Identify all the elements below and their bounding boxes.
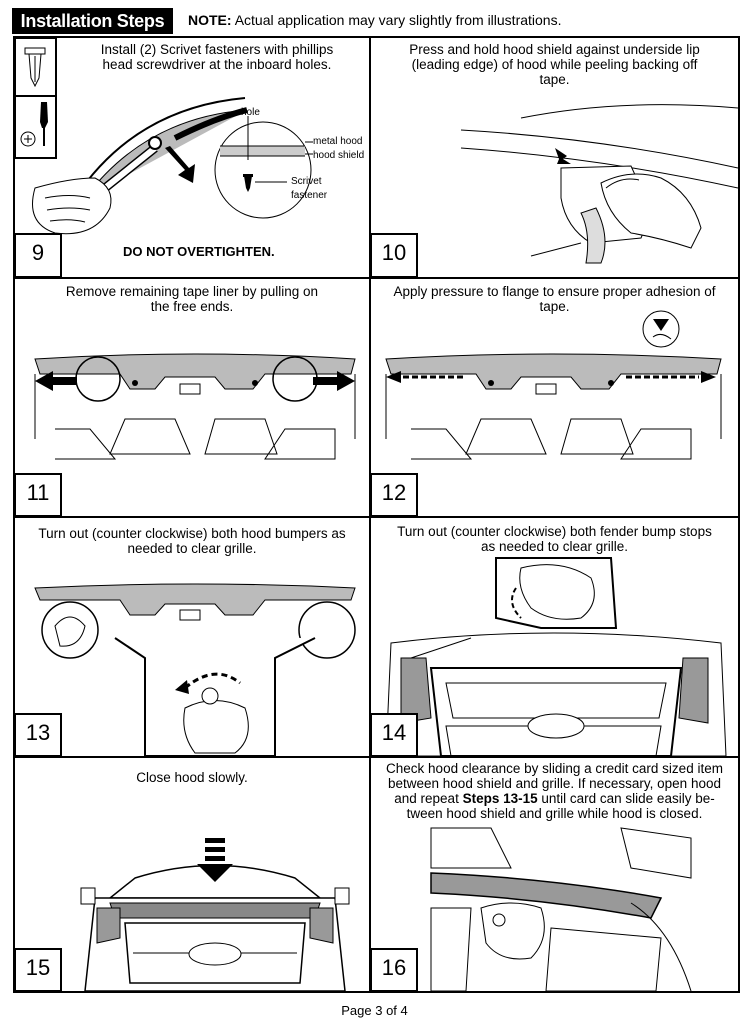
step-16-line-4: tween hood shield and grille while hood …	[406, 806, 703, 821]
step-10-line-1: Press and hold hood shield against under…	[409, 42, 700, 57]
step-9-warning: DO NOT OVERTIGHTEN.	[123, 244, 275, 259]
step-10-text: Press and hold hood shield against under…	[371, 42, 738, 87]
step-12-line-2: tape.	[539, 299, 570, 314]
step-13-illustration	[15, 583, 356, 756]
callout-metal-hood: metal hood	[313, 136, 363, 147]
step-14-number: 14	[381, 720, 407, 745]
step-15-illustration	[15, 838, 350, 991]
step-15-line-1: Close hood slowly.	[136, 770, 248, 785]
step-15-number: 15	[25, 955, 51, 980]
step-13-line-2: needed to clear grille.	[127, 541, 257, 556]
step-16-line-2: between hood shield and grille. If neces…	[388, 776, 721, 791]
step-14-line-2: as needed to clear grille.	[480, 539, 629, 554]
step-14-text: Turn out (counter clockwise) both fender…	[371, 524, 738, 554]
step-11-line-1: Remove remaining tape liner by pulling o…	[65, 284, 319, 299]
step-14-line-1: Turn out (counter clockwise) both fender…	[397, 524, 712, 539]
step-16-text: Check hood clearance by sliding a credit…	[371, 761, 738, 821]
phillips-screwdriver-icon	[20, 102, 48, 147]
step-12-text: Apply pressure to flange to ensure prope…	[371, 284, 738, 314]
callout-fastener: fastener	[291, 190, 328, 201]
step-16-line-3-post: until card can slide easily be-	[537, 791, 715, 806]
grid-divider-1	[13, 277, 740, 279]
step-10-panel: Press and hold hood shield against under…	[371, 38, 738, 277]
grid-divider-vertical	[369, 36, 371, 993]
step-16-line-3-pre: and repeat	[394, 791, 463, 806]
header-note: NOTE: Actual application may vary slight…	[188, 12, 561, 28]
scrivet-fastener-icon	[24, 47, 46, 88]
step-14-illustration	[371, 557, 727, 756]
step-10-illustration	[371, 104, 738, 277]
step-9-line-2: head screwdriver at the inboard holes.	[102, 57, 332, 72]
callout-scrivet: Scrivet	[291, 176, 322, 187]
grid-divider-2	[13, 516, 740, 518]
step-13-number: 13	[25, 720, 51, 745]
page-number: Page 3 of 4	[341, 1003, 408, 1018]
steps-grid	[13, 36, 740, 993]
grid-divider-3	[13, 756, 740, 758]
section-title: Installation Steps	[12, 8, 173, 34]
step-13-text: Turn out (counter clockwise) both hood b…	[15, 526, 369, 556]
step-15-panel: Close hood slowly. 15	[15, 758, 369, 991]
step-9-text: Install (2) Scrivet fasteners with phill…	[65, 42, 369, 72]
step-9-line-1: Install (2) Scrivet fasteners with phill…	[100, 42, 334, 57]
step-16-line-1: Check hood clearance by sliding a credit…	[386, 761, 723, 776]
step-13-line-1: Turn out (counter clockwise) both hood b…	[38, 526, 346, 541]
step-16-panel: Check hood clearance by sliding a credit…	[371, 758, 738, 991]
step-9-illustration	[15, 38, 313, 277]
step-11-line-2: the free ends.	[150, 299, 234, 314]
note-text: Actual application may vary slightly fro…	[234, 12, 562, 28]
step-12-panel: Apply pressure to flange to ensure prope…	[371, 279, 738, 516]
step-12-line-1: Apply pressure to flange to ensure prope…	[393, 284, 716, 299]
step-11-number: 11	[26, 480, 50, 505]
step-16-line-3: and repeat Steps 13-15 until card can sl…	[371, 791, 738, 806]
callout-hood-shield: hood shield	[313, 150, 365, 161]
step-14-panel: Turn out (counter clockwise) both fender…	[371, 518, 738, 756]
step-12-number: 12	[381, 480, 407, 505]
step-16-steps-ref: Steps 13-15	[462, 791, 538, 806]
step-11-panel: Remove remaining tape liner by pulling o…	[15, 279, 369, 516]
step-11-illustration	[15, 353, 356, 516]
step-9-number: 9	[31, 240, 45, 265]
step-12-illustration	[371, 310, 722, 516]
step-10-line-2: (leading edge) of hood while peeling bac…	[411, 57, 698, 72]
step-16-number: 16	[381, 955, 407, 980]
step-13-panel: Turn out (counter clockwise) both hood b…	[15, 518, 369, 756]
callout-hole: hole	[241, 107, 260, 118]
step-16-illustration	[371, 827, 692, 991]
step-11-text: Remove remaining tape liner by pulling o…	[15, 284, 369, 314]
step-10-line-3: tape.	[539, 72, 570, 87]
step-9-panel: Install (2) Scrivet fasteners with phill…	[15, 38, 369, 277]
step-15-text: Close hood slowly.	[15, 770, 369, 785]
step-10-number: 10	[381, 240, 407, 265]
note-label: NOTE:	[188, 12, 232, 28]
